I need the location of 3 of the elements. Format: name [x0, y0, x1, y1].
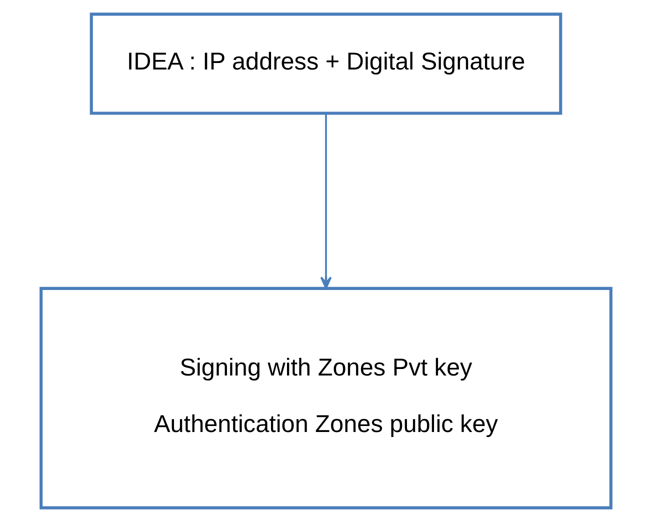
node-box: IDEA : IP address + Digital Signature: [89, 12, 562, 115]
node-box: Signing with Zones Pvt key Authentication Zones public key: [39, 286, 612, 510]
arrow: [320, 113, 332, 289]
